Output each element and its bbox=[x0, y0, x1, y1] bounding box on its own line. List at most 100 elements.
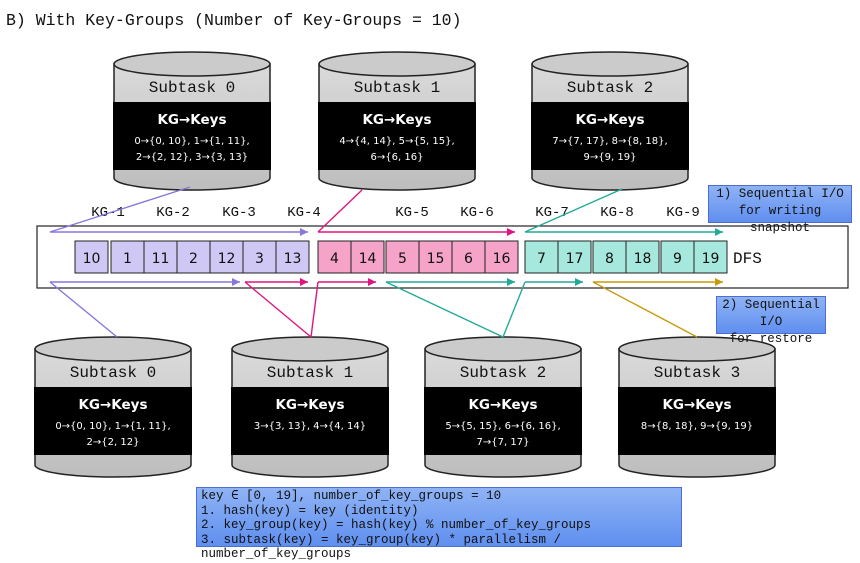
dfs-cell-box-13 bbox=[275, 240, 310, 274]
top-subtask-0-lid bbox=[113, 51, 271, 77]
bottom-subtask-3: Subtask 3 KG→Keys 8→{8, 18}, 9→{9, 19} bbox=[618, 336, 776, 478]
bottom-subtask-0-mapping-box bbox=[34, 387, 192, 455]
top-subtask-2-mapping-title: KG→Keys bbox=[575, 112, 644, 128]
dfs-cell-15: 15 bbox=[427, 251, 445, 267]
bottom-subtask-0-mapping-line-1: 2→{2, 12} bbox=[87, 437, 140, 448]
top-subtask-1-mapping-box bbox=[318, 102, 476, 170]
bottom-subtask-0-mapping-line-0: 0→{0, 10}, 1→{1, 11}, bbox=[55, 421, 170, 432]
dfs-cell-11: 11 bbox=[152, 251, 170, 267]
top-subtask-1-lid bbox=[318, 51, 476, 77]
bottom-subtask-0-name: Subtask 0 bbox=[70, 364, 156, 382]
bottom-subtask-1-mapping-box bbox=[231, 387, 389, 455]
dfs-cell-box-18 bbox=[625, 240, 660, 274]
dfs-cell-4: 4 bbox=[330, 251, 339, 267]
bottom-subtask-3-mapping-line-0: 8→{8, 18}, 9→{9, 19} bbox=[641, 421, 753, 432]
dfs-cell-19: 19 bbox=[702, 251, 720, 267]
bottom-subtask-2-link-b bbox=[502, 281, 526, 338]
bottom-subtask-2-mapping-title: KG→Keys bbox=[468, 397, 537, 413]
formula-line-0: key ∈ [0, 19], number_of_key_groups = 10 bbox=[201, 489, 502, 503]
bottom-subtasks: Subtask 0 KG→Keys 0→{0, 10}, 1→{1, 11}, 2→{… bbox=[34, 336, 776, 478]
dfs-cell-box-19 bbox=[693, 240, 728, 274]
bottom-subtask-2-arrow-a bbox=[386, 278, 515, 286]
bottom-subtask-3-name: Subtask 3 bbox=[654, 364, 740, 382]
bottom-subtask-1-lid bbox=[231, 336, 389, 362]
dfs-cell-3: 3 bbox=[255, 251, 264, 267]
dfs-cell-box-10 bbox=[74, 240, 109, 274]
dfs-cell-7: 7 bbox=[537, 251, 546, 267]
dfs-cell-9: 9 bbox=[673, 251, 682, 267]
top-subtask-2-lid bbox=[531, 51, 689, 77]
kg-label-3: KG-3 bbox=[222, 205, 256, 221]
bottom-subtask-1-link-b bbox=[310, 281, 319, 338]
dfs-cell-box-11 bbox=[143, 240, 178, 274]
kg-label-8: KG-8 bbox=[600, 205, 634, 221]
bottom-subtask-0-arrow bbox=[50, 278, 240, 286]
dfs-cell-18: 18 bbox=[634, 251, 652, 267]
bottom-subtask-2-mapping-line-0: 5→{5, 15}, 6→{6, 16}, bbox=[445, 421, 560, 432]
top-subtask-1-mapping-line-1: 6→{6, 16} bbox=[371, 152, 424, 163]
top-subtask-2-arrow bbox=[525, 228, 723, 236]
formula-line-1: 1. hash(key) = key (identity) bbox=[201, 503, 419, 518]
dfs-cell-13: 13 bbox=[284, 251, 302, 267]
note-sequential-restore: 2) Sequential I/O for restore bbox=[716, 296, 826, 346]
formula-line-3: 3. subtask(key) = key_group(key) * paral… bbox=[201, 532, 562, 562]
formula-box: key ∈ [0, 19], number_of_key_groups = 10… bbox=[196, 487, 682, 561]
bottom-subtask-1-arrow-a bbox=[245, 278, 308, 286]
dfs-cell-box-12 bbox=[209, 240, 244, 274]
dfs-cell-box-4 bbox=[317, 240, 352, 274]
note-write-line-1: 1) Sequential I/O bbox=[716, 187, 844, 201]
dfs-cell-box-6 bbox=[451, 240, 486, 274]
kg-label-4: KG-4 bbox=[287, 205, 321, 221]
top-subtask-2-name: Subtask 2 bbox=[567, 79, 653, 97]
bottom-subtask-3-arrow bbox=[593, 278, 723, 286]
bottom-subtask-1-link-a bbox=[244, 281, 312, 338]
top-subtask-0-link bbox=[49, 186, 191, 233]
dfs-cell-box-14 bbox=[350, 240, 385, 274]
top-subtask-1-mapping-line-0: 4→{4, 14}, 5→{5, 15}, bbox=[339, 136, 454, 147]
dfs-cell-box-8 bbox=[592, 240, 627, 274]
kg-label-7: KG-7 bbox=[535, 205, 569, 221]
top-subtask-1-name: Subtask 1 bbox=[354, 79, 440, 97]
diagram-title: B) With Key-Groups (Number of Key-Groups… bbox=[6, 11, 461, 30]
dfs-cell-box-1 bbox=[110, 240, 145, 274]
top-subtask-2-mapping-line-1: 9→{9, 19} bbox=[584, 152, 637, 163]
dfs-cell-8: 8 bbox=[605, 251, 614, 267]
top-subtask-2: Subtask 2 KG→Keys 7→{7, 17}, 8→{8, 18}, 9→{… bbox=[531, 51, 689, 191]
note-sequential-write: 1) Sequential I/O for writing snapshot bbox=[708, 185, 852, 235]
top-subtask-0-mapping-title: KG→Keys bbox=[157, 112, 226, 128]
top-subtask-2-mapping-line-0: 7→{7, 17}, 8→{8, 18}, bbox=[552, 136, 667, 147]
dfs-cell-5: 5 bbox=[398, 251, 407, 267]
dfs-cell-box-16 bbox=[484, 240, 519, 274]
dfs-cell-17: 17 bbox=[566, 251, 584, 267]
bottom-subtask-2-arrow-b bbox=[525, 278, 583, 286]
bottom-subtask-2-mapping-box bbox=[424, 387, 582, 455]
dfs-cell-12: 12 bbox=[218, 251, 236, 267]
dfs-cell-box-5 bbox=[385, 240, 420, 274]
top-subtask-1-link bbox=[317, 189, 363, 233]
bottom-subtask-3-mapping-title: KG→Keys bbox=[662, 397, 731, 413]
top-subtask-0-mapping-box bbox=[113, 102, 271, 170]
note-restore-line-2: for restore bbox=[729, 332, 813, 346]
bottom-subtask-2-link-a bbox=[385, 281, 504, 338]
top-subtask-0-name: Subtask 0 bbox=[149, 79, 235, 97]
top-subtask-0-arrow bbox=[50, 228, 308, 236]
note-write-line-2: for writing snapshot bbox=[738, 204, 822, 235]
bottom-subtask-0-lid bbox=[34, 336, 192, 362]
dfs-cell-box-9 bbox=[660, 240, 695, 274]
formula-line-2: 2. key_group(key) = hash(key) % number_o… bbox=[201, 518, 592, 532]
bottom-subtask-2-lid bbox=[424, 336, 582, 362]
dfs-cell-box-2 bbox=[176, 240, 211, 274]
bottom-subtask-1-arrow-b bbox=[318, 278, 376, 286]
dfs-cell-6: 6 bbox=[464, 251, 473, 267]
top-subtask-0-mapping-line-0: 0→{0, 10}, 1→{1, 11}, bbox=[134, 136, 249, 147]
kg-label-6: KG-6 bbox=[460, 205, 494, 221]
